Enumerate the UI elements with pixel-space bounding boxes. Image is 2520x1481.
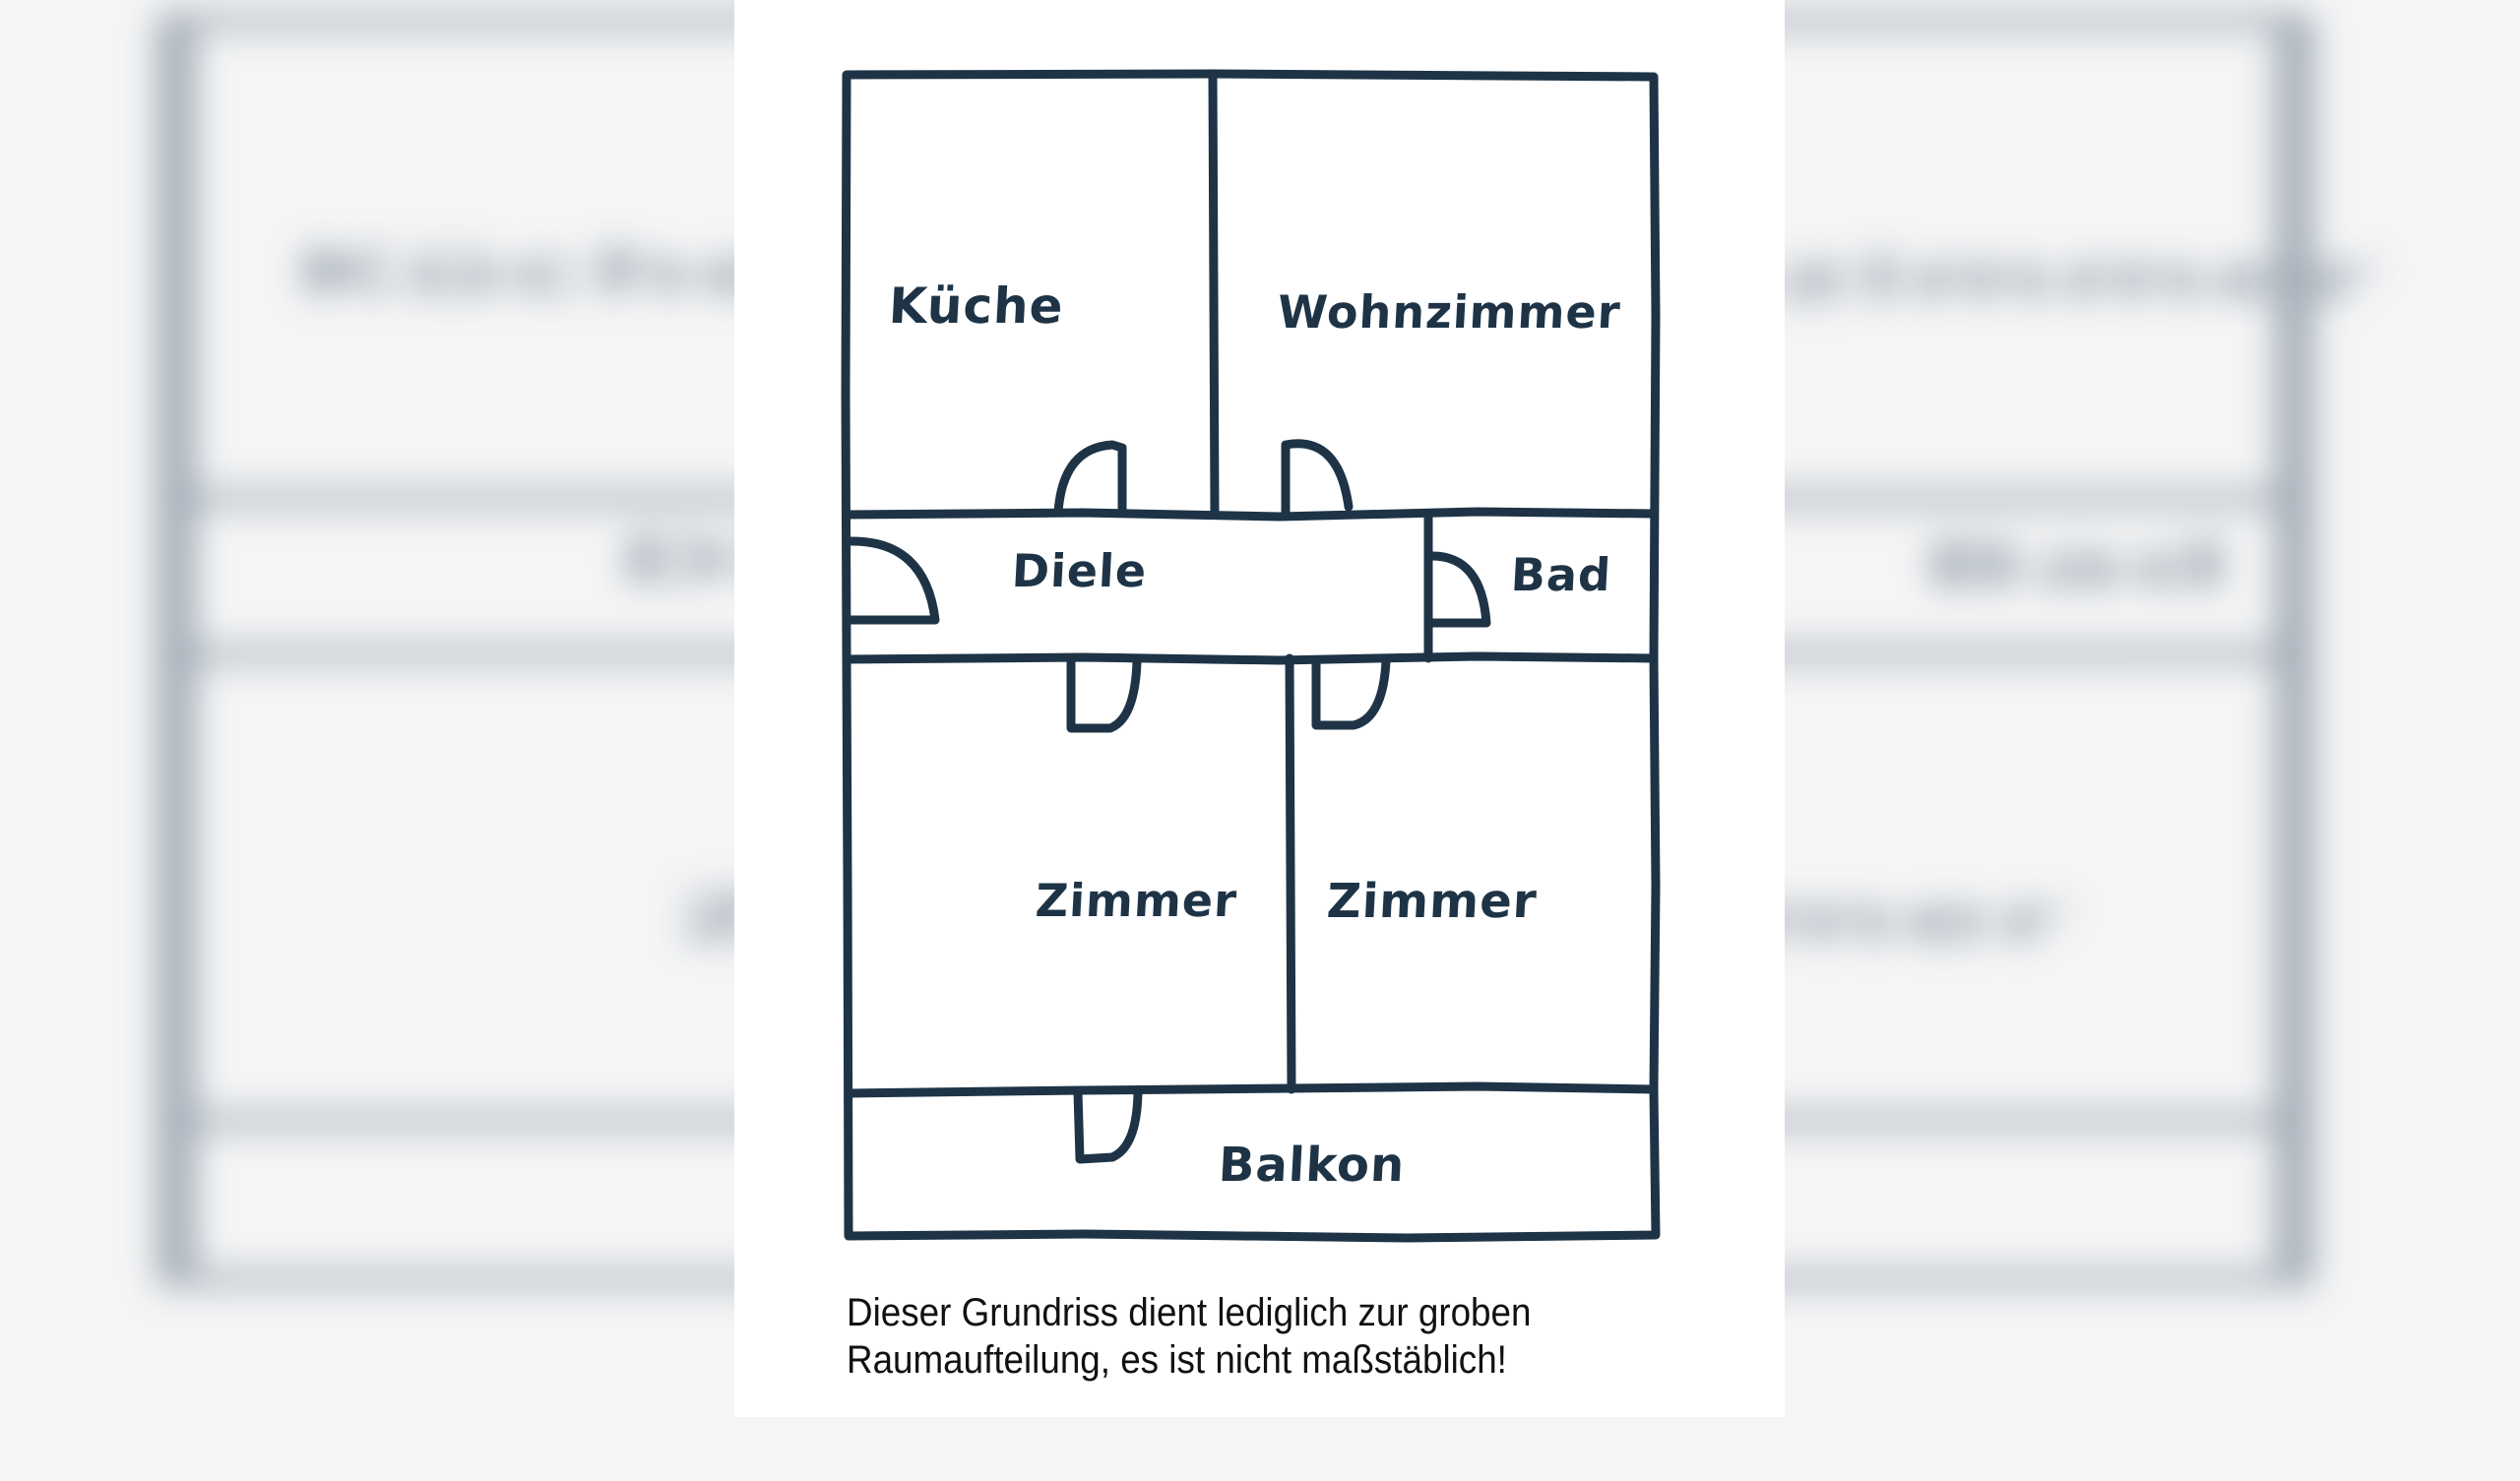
- door-wohnzimmer: [1281, 439, 1354, 517]
- svg-text:Bad: Bad: [1920, 530, 2231, 600]
- room-label-wohnzimmer: Wohnzimmer: [1276, 285, 1622, 339]
- floorplan-drawing: [841, 69, 1661, 1243]
- room-label-zimmer-2: Zimmer: [1325, 874, 1539, 929]
- door-zimmer-2: [1311, 656, 1391, 730]
- room-label-diele: Diele: [1010, 544, 1149, 597]
- caption-line-1: Dieser Grundriss dient lediglich zur gro…: [847, 1291, 1532, 1334]
- scale-disclaimer-caption: Dieser Grundriss dient lediglich zur gro…: [847, 1289, 1662, 1384]
- door-bad: [1427, 551, 1491, 628]
- door-balkon: [1073, 1087, 1143, 1164]
- wall-balkon: [844, 1081, 1659, 1098]
- room-label-balkon: Balkon: [1217, 1138, 1407, 1193]
- room-label-bad: Bad: [1509, 548, 1613, 601]
- door-diele-entrance: [844, 536, 940, 625]
- door-zimmer-1: [1066, 656, 1142, 733]
- wall-kueche-wohnzimmer: [1208, 69, 1220, 520]
- outer-wall: [841, 69, 1661, 1243]
- room-label-kueche: Küche: [887, 278, 1066, 335]
- room-label-zimmer-1: Zimmer: [1034, 874, 1239, 927]
- wall-zimmer-divider: [1285, 653, 1296, 1094]
- floorplan-paper: [734, 0, 1785, 1417]
- wall-diele-bottom: [842, 651, 1659, 665]
- wall-diele-top: [842, 507, 1659, 522]
- svg-text:Küche: Küche: [292, 237, 791, 307]
- door-kueche: [1053, 440, 1127, 517]
- caption-line-2: Raumaufteilung, es ist nicht maßstäblich…: [847, 1338, 1507, 1382]
